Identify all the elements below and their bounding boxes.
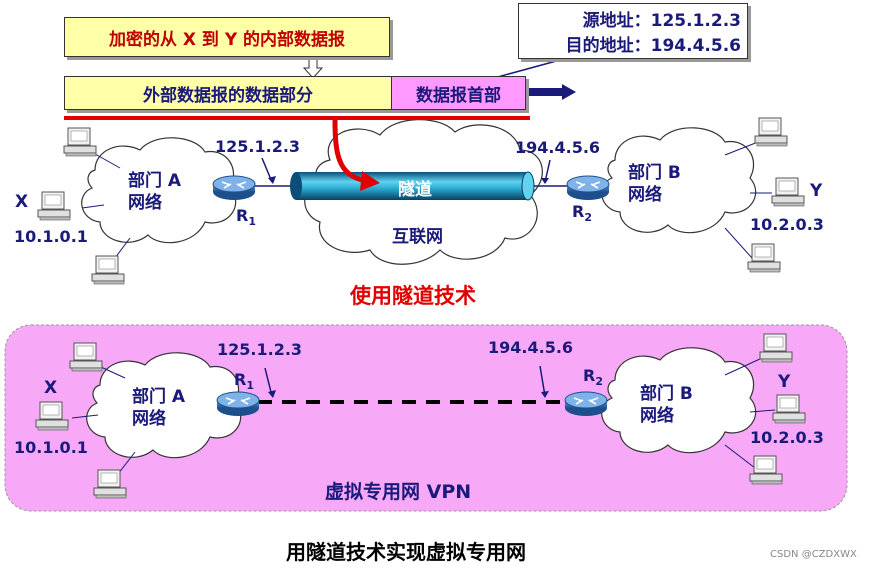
dept-b-line1: 部门 B <box>640 384 693 404</box>
r2-sub: 2 <box>584 211 592 225</box>
host-computer <box>747 243 781 273</box>
router-r1-bottom <box>216 391 260 417</box>
encrypted-datagram-box: 加密的从 X 到 Y 的内部数据报 <box>64 17 390 57</box>
internet-label: 互联网 <box>392 227 443 247</box>
outer-header-part: 数据报首部 <box>392 77 525 109</box>
router1-name-top: R1 <box>236 206 256 228</box>
dept-a-label-top: 部门 A 网络 <box>128 170 181 214</box>
r1-sub: 1 <box>246 379 254 393</box>
router1-name-bottom: R1 <box>234 370 254 392</box>
host-computer <box>754 117 788 147</box>
source-address: 源地址：125.1.2.3 <box>582 11 741 31</box>
dept-a-cloud-top <box>81 137 237 244</box>
host-computer <box>91 255 125 285</box>
dept-a-label-bottom: 部门 A 网络 <box>132 386 185 430</box>
router-r2-bottom <box>564 391 608 417</box>
router2-ip-bottom: 194.4.5.6 <box>488 338 574 357</box>
host-x-computer-top <box>37 191 71 221</box>
router2-name-bottom: R2 <box>583 366 603 388</box>
outer-data-part: 外部数据报的数据部分 <box>65 77 392 109</box>
outer-header-label: 数据报首部 <box>416 85 501 106</box>
host-x-label-top: X <box>15 192 29 212</box>
figure-caption: 用隧道技术实现虚拟专用网 <box>286 540 526 564</box>
destination-address: 目的地址：194.4.5.6 <box>565 36 741 56</box>
outer-datagram: 外部数据报的数据部分 数据报首部 <box>64 76 526 110</box>
r1-sub: 1 <box>248 215 256 229</box>
host-y-ip-top: 10.2.0.3 <box>750 215 824 234</box>
dept-a-cloud-bottom <box>86 352 242 459</box>
dept-b-line1: 部门 B <box>628 163 681 183</box>
encrypted-datagram-label: 加密的从 X 到 Y 的内部数据报 <box>108 29 346 50</box>
host-computer <box>63 127 97 157</box>
router2-name-top: R2 <box>572 202 592 224</box>
host-x-label-bottom: X <box>44 378 58 398</box>
dept-b-label-top: 部门 B 网络 <box>628 162 681 206</box>
tunnel-label: 隧道 <box>398 180 432 200</box>
r2-letter: R <box>572 202 585 221</box>
tunnel-pipe <box>290 171 535 201</box>
router2-ip-top: 194.4.5.6 <box>515 138 601 157</box>
dept-a-line2: 网络 <box>128 193 162 213</box>
r1-letter: R <box>236 206 249 225</box>
dept-b-line2: 网络 <box>628 185 662 205</box>
host-x-ip-top: 10.1.0.1 <box>14 227 88 246</box>
host-y-label-bottom: Y <box>778 372 791 392</box>
dept-b-line2: 网络 <box>640 406 674 426</box>
dept-a-line1: 部门 A <box>132 387 186 407</box>
host-y-ip-bottom: 10.2.0.3 <box>750 428 824 447</box>
dept-a-line1: 部门 A <box>128 171 182 191</box>
r2-sub: 2 <box>595 375 603 389</box>
outer-data-label: 外部数据报的数据部分 <box>143 85 313 106</box>
router-r1-top <box>212 175 256 201</box>
r2-letter: R <box>583 366 596 385</box>
dept-b-label-bottom: 部门 B 网络 <box>640 383 693 427</box>
host-x-ip-bottom: 10.1.0.1 <box>14 438 88 457</box>
r1-letter: R <box>234 370 247 389</box>
vpn-caption: 虚拟专用网 VPN <box>325 481 472 503</box>
host-y-label-top: Y <box>810 181 823 201</box>
router1-ip-bottom: 125.1.2.3 <box>217 340 303 359</box>
host-y-computer-top <box>771 177 805 207</box>
watermark: CSDN @CZDXWX <box>770 549 857 560</box>
router-r2-top <box>566 175 610 201</box>
dept-a-line2: 网络 <box>132 409 166 429</box>
router1-ip-top: 125.1.2.3 <box>215 137 301 156</box>
tunnel-caption: 使用隧道技术 <box>350 284 476 308</box>
address-box: 源地址：125.1.2.3 目的地址：194.4.5.6 <box>518 3 748 59</box>
dept-b-cloud-bottom <box>601 347 757 454</box>
